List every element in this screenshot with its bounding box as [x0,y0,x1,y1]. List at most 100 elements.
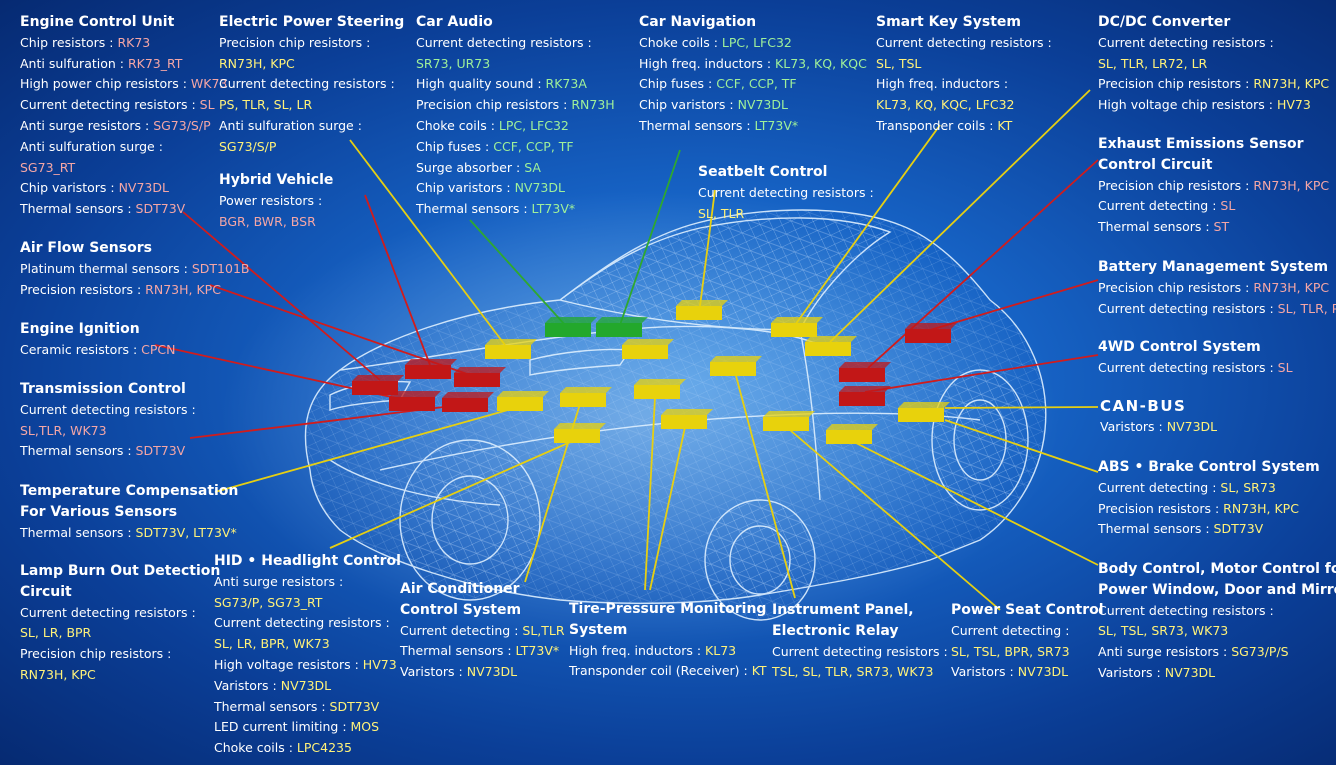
spec-line: Anti sulfuration surge : SG73/S/P [219,116,404,158]
spec-value: LPC, LFC32 [498,117,569,133]
spec-line: Varistors : NV73DL [1100,417,1217,438]
spec-value: LT73V* [531,201,576,217]
callout-title-line: For Various Sensors [20,503,178,520]
module-air-con [560,387,612,407]
spec-label: Surge absorber : [416,159,525,175]
spec-label: Thermal sensors : [20,201,136,217]
module-instrument [763,411,815,431]
callout-title-line: CAN-BUS [1100,397,1187,415]
spec-label: Precision chip resistors : [219,34,371,50]
callout-title-line: Seatbelt Control [698,164,828,180]
spec-value: NV73DL [118,180,169,196]
spec-line: High voltage chip resistors : HV73 [1098,95,1329,116]
spec-line: Platinum thermal sensors : SDT101B [20,259,250,280]
spec-label: Ceramic resistors : [20,341,142,357]
spec-line: Anti sulfuration surge : SG73_RT [20,137,227,179]
spec-value: LT73V* [754,117,799,133]
spec-line: Transponder coil (Receiver) : KT [569,661,767,682]
spec-line: Thermal sensors : SDT73V [20,441,196,462]
spec-value: SL, TLR, LR72, LR [1098,55,1208,71]
spec-line: Chip fuses : CCF, CCP, TF [639,74,867,95]
spec-value: RN73H, KPC [1253,76,1330,92]
spec-value: SL, TSL, BPR, SR73 [951,643,1070,659]
spec-label: Current detecting resistors : [772,643,948,659]
callout-title-line: Air Conditioner [400,581,520,597]
module-power-steering [485,339,537,359]
callout-title: Hybrid Vehicle [219,170,333,191]
spec-label: Choke coils : [639,34,722,50]
spec-value: RN73H, KPC [145,281,221,297]
spec-value: NV73DL [1166,418,1218,434]
spec-label: Precision chip resistors : [1098,76,1254,92]
spec-value: NV73DL [1164,664,1216,680]
spec-line: Anti surge resistors : SG73/P, SG73_RT [214,572,401,614]
leader-hid [329,439,576,549]
spec-line: Thermal sensors : SDT73V, LT73V* [20,523,238,544]
spec-line: Thermal sensors : LT73V* [400,641,565,662]
spec-line: Chip varistors : NV73DL [639,95,867,116]
module-tire-right [661,409,713,429]
spec-label: Precision chip resistors : [20,646,172,662]
spec-label: Thermal sensors : [400,643,516,659]
spec-label: Anti sulfuration surge : [20,138,163,154]
spec-label: High power chip resistors : [20,76,191,92]
spec-label: Current detecting resistors : [20,604,196,620]
spec-value: KL73, KQ, KQC [775,55,867,71]
spec-line: High voltage resistors : HV73 [214,655,401,676]
callout-can-bus: CAN-BUS Varistors : NV73DL [1100,396,1217,438]
spec-label: Anti sulfuration surge : [219,117,362,133]
spec-label: Chip varistors : [639,97,738,113]
spec-label: Current detecting resistors : [1098,602,1274,618]
spec-line: Varistors : NV73DL [214,676,401,697]
spec-label: Transponder coil (Receiver) : [569,663,752,679]
module-ignition [389,391,441,411]
callout-title: Electric Power Steering [219,12,404,33]
spec-line: Varistors : NV73DL [1098,663,1336,684]
spec-line: Current detecting resistors : PS, TLR, S… [219,74,404,116]
spec-line: Current detecting resistors : SR73, UR73 [416,33,615,75]
module-car-audio [545,317,597,337]
spec-label: Transponder coils : [876,117,998,133]
leader-hybrid [364,194,431,366]
spec-value: KL73, KQ, KQC, LFC32 [876,97,1015,113]
spec-line: LED current limiting : MOS [214,717,401,738]
rear-wheel-far-hub [729,525,791,595]
spec-line: High quality sound : RK73A [416,74,615,95]
leader-4wd [864,354,1099,393]
spec-label: Choke coils : [214,740,297,756]
spec-line: Current detecting : SL, SR73 [1098,478,1320,499]
spec-label: Thermal sensors : [1098,219,1214,235]
module-hid [554,423,606,443]
spec-label: Thermal sensors : [1098,521,1214,537]
callout-title-line: Engine Ignition [20,321,140,337]
callout-title: ABS • Brake Control System [1098,457,1320,478]
spec-label: Precision chip resistors : [416,97,572,113]
spec-line: Power resistors : BGR, BWR, BSR [219,191,333,233]
spec-label: Current detecting resistors : [1098,359,1278,375]
callout-title: Engine Control Unit [20,12,227,33]
spec-label: Chip varistors : [416,180,515,196]
spec-line: Current detecting resistors : SL,TLR, WK… [20,400,196,442]
spec-label: Current detecting : [951,622,1070,638]
spec-line: Current detecting : SL,TLR [400,621,565,642]
rear-wheel [931,369,1029,511]
spec-label: Current detecting : [400,622,523,638]
spec-value: HV73 [1276,97,1311,113]
callout-title: Smart Key System [876,12,1052,33]
spec-value: SL, SR73 [1220,479,1276,495]
spec-line: Precision chip resistors : RN73H [416,95,615,116]
module-dc-dc [805,336,857,356]
spec-value: SDT73V [1213,521,1264,537]
spec-label: Precision resistors : [20,281,146,297]
